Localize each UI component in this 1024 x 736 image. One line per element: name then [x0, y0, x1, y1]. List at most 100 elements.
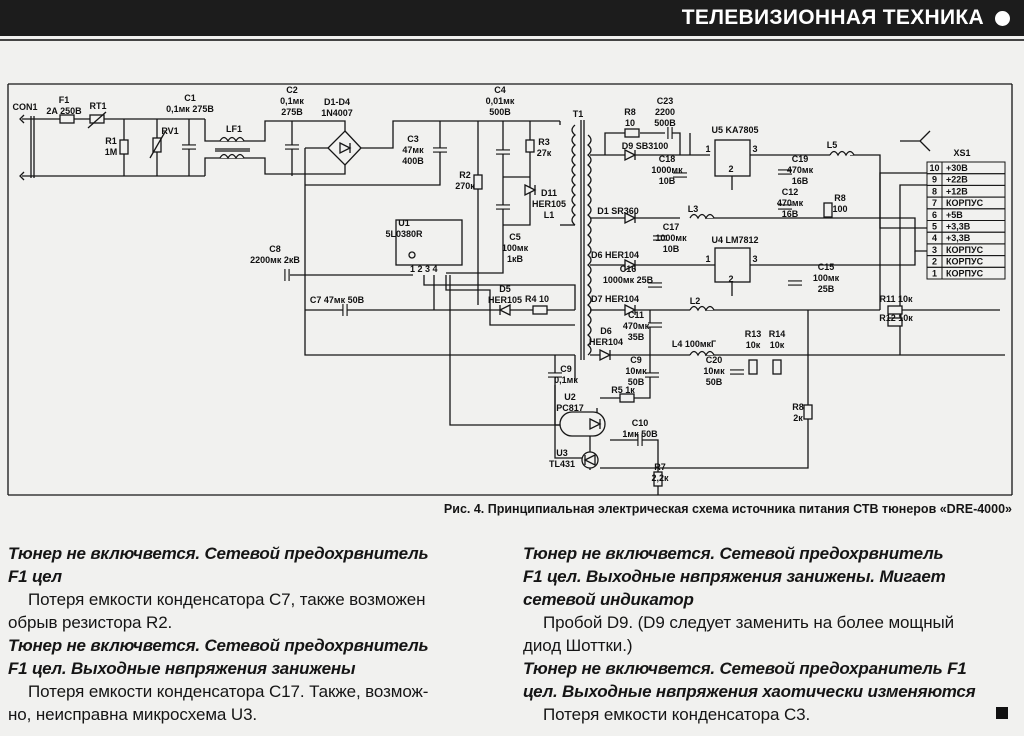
winding-symbol [586, 134, 592, 356]
connector-pin-signal: +30В [946, 163, 968, 173]
component-label-c10: 1мк 50В [622, 429, 658, 439]
diode-symbol [624, 211, 637, 225]
problem-heading-line: Тюнер не включвется. Сетевой предохрвнит… [523, 544, 944, 563]
wire [423, 275, 576, 310]
connector-signal-cell [941, 266, 1006, 280]
resistor-symbol [772, 359, 782, 375]
connector-pin-signal: КОРПУС [946, 245, 984, 255]
capacitor-symbol [548, 372, 562, 378]
component-label-c2: C2 [286, 85, 298, 95]
resistor-symbol [619, 393, 635, 403]
component-label-l2: L2 [690, 296, 701, 306]
section-title: ТЕЛЕВИЗИОННАЯ ТЕХНИКА [681, 6, 984, 29]
resistor-symbol [473, 174, 483, 190]
capacitor-symbol [342, 304, 348, 316]
header-divider [0, 39, 1024, 41]
component-label-u4pins: 3 [752, 254, 757, 264]
problem-heading-line: Тюнер не включвется. Сетевой предохранит… [523, 659, 967, 678]
connector-pin-number: 8 [932, 186, 937, 196]
wire [610, 439, 659, 460]
component-label-r8a: 10 [625, 118, 635, 128]
wire [705, 217, 927, 252]
component-label-d7: D7 HER104 [591, 294, 639, 304]
section-header-bar: ТЕЛЕВИЗИОННАЯ ТЕХНИКА [0, 0, 1024, 36]
component-label-c17: C17 [663, 222, 680, 232]
component-label-r1: R1 [105, 136, 117, 146]
connector-pin-number: 3 [932, 245, 937, 255]
inductor-symbol [689, 213, 715, 220]
resistor-symbol [532, 305, 548, 315]
capacitor-symbol [653, 235, 667, 241]
problem-heading-line: сетевой индикатор [523, 590, 694, 609]
capacitor-symbol [284, 269, 290, 281]
inductor-symbol [689, 350, 715, 357]
solution-text-line: диод Шоттки.) [523, 636, 633, 655]
capacitor-symbol [182, 144, 196, 150]
capacitor-symbol [667, 127, 673, 139]
component-label-u4pins: 1 [705, 254, 710, 264]
component-label-c8: C8 [269, 244, 281, 254]
capacitor-symbol [673, 172, 687, 178]
component-label-d11: D11 [541, 188, 557, 198]
component-label-c12: C12 [782, 187, 799, 197]
component-label-c2: 275В [281, 107, 303, 117]
bullet-circle-icon [995, 11, 1010, 26]
capacitor-symbol [730, 369, 744, 375]
solution-text-line: Потеря емкости конденсатора С7, также во… [28, 590, 426, 609]
connector-pin-number: 7 [932, 198, 937, 208]
component-label-u3: TL431 [549, 459, 575, 469]
capacitor-symbol [778, 204, 792, 210]
connector-pin-signal: КОРПУС [946, 257, 984, 267]
component-label-r13: R13 [745, 329, 762, 339]
component-label-l3: L3 [688, 204, 699, 214]
component-label-c23: 500В [654, 118, 676, 128]
wire [449, 275, 560, 426]
component-label-r11: R11 10к [879, 294, 913, 304]
component-label-c11: C11 [628, 310, 644, 320]
capacitor-symbol [285, 144, 299, 150]
component-label-r2: 270к [455, 181, 475, 191]
component-label-c18: 10В [659, 176, 676, 186]
capacitor-symbol [648, 282, 662, 288]
capacitor-symbol [496, 149, 510, 155]
component-label-c5: 100мк [502, 243, 529, 253]
component-label-d9: D9 SB3100 [622, 141, 669, 151]
component-label-c3: C3 [407, 134, 419, 144]
component-label-c19: C19 [792, 154, 809, 164]
end-of-article-square-icon [996, 707, 1008, 719]
component-label-c5: C5 [509, 232, 521, 242]
resistor-symbol [823, 202, 833, 218]
component-label-f1: F1 [59, 95, 70, 105]
diode-symbol [624, 258, 637, 272]
component-label-c17: 10В [663, 244, 680, 254]
problem-heading-line: цел. Выходные нвпряжения хаотически изме… [523, 682, 976, 701]
component-label-u3: U3 [556, 448, 568, 458]
winding-symbol [571, 124, 577, 226]
component-label-c18: 1000мк [651, 165, 683, 175]
component-label-c9b: C9 [560, 364, 572, 374]
resistor-symbol [525, 139, 535, 153]
schematic-symbols [59, 111, 931, 487]
component-label-d1-d4: 1N4007 [321, 108, 353, 118]
component-label-c11: 35В [628, 332, 645, 342]
connector-pin-number: 2 [932, 257, 937, 267]
capacitor-symbol [645, 372, 659, 378]
component-label-c19: 16В [792, 176, 809, 186]
component-label-t1: T1 [573, 109, 584, 119]
component-label-con1: CON1 [12, 102, 37, 112]
connector-pin-signal: +12В [946, 186, 968, 196]
component-label-c16: C16 [620, 264, 637, 274]
problem-heading-line: F1 цел [8, 567, 62, 586]
component-label-d11: HER105 [532, 199, 566, 209]
connector-pin-signal: КОРПУС [946, 268, 984, 278]
figure-frame [7, 83, 1013, 496]
component-label-c2: 0,1мк [280, 96, 304, 106]
wire [503, 121, 531, 226]
wire [305, 165, 346, 175]
connector-pin-number: 4 [932, 233, 937, 243]
resistor-symbol [803, 404, 813, 420]
solution-text-line: обрыв резистора R2. [8, 613, 173, 632]
solution-text-line: Потеря емкости конденсатора С3. [543, 705, 811, 724]
